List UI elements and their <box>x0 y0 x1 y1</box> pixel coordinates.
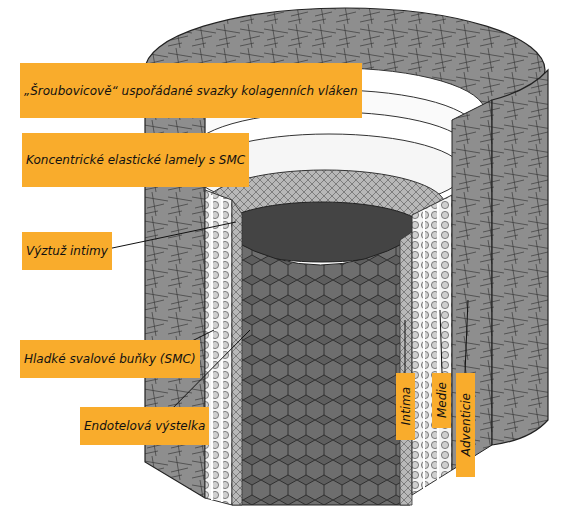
layer-label: Adventicie <box>456 373 475 477</box>
callout-box: Výztuž intimy <box>22 232 112 270</box>
callout-box: Koncentrické elastické lamely s SMC <box>22 133 249 187</box>
callout-box: Hladké svalové buňky (SMC) <box>20 340 200 378</box>
label-text: Koncentrické elastické lamely s SMC <box>26 152 245 168</box>
label-text: Výztuž intimy <box>26 243 108 259</box>
label-text: Intima <box>398 387 414 425</box>
label-text: Endotelová výstelka <box>84 418 205 434</box>
layer-label: Medie <box>432 373 451 428</box>
layer-label: Intima <box>396 373 415 440</box>
label-text: Adventicie <box>458 393 474 456</box>
label-text: „Šroubovicově“ uspořádané svazky kolagen… <box>24 83 358 99</box>
callout-box: „Šroubovicově“ uspořádané svazky kolagen… <box>20 63 362 118</box>
label-text: Medie <box>434 382 450 418</box>
label-text: Hladké svalové buňky (SMC) <box>24 351 196 367</box>
callout-box: Endotelová výstelka <box>80 407 209 445</box>
